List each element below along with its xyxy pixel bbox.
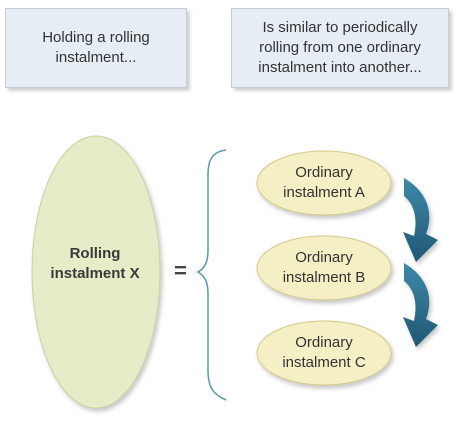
instalment-b-line-1: Ordinary xyxy=(295,249,353,266)
curly-brace-icon xyxy=(196,149,227,401)
caption-holding-line-1: Holding a rolling xyxy=(42,29,150,46)
caption-similar-line-3: instalment into another... xyxy=(258,59,422,76)
caption-holding: Holding a rolling instalment... xyxy=(5,8,187,88)
instalment-a-ellipse xyxy=(256,150,392,216)
instalment-c-label: Ordinary instalment C xyxy=(262,333,386,373)
curved-arrow-icon xyxy=(403,263,438,347)
caption-similar: Is similar to periodically rolling from … xyxy=(231,8,449,88)
caption-similar-line-2: rolling from one ordinary xyxy=(259,39,421,56)
instalment-a-label: Ordinary instalment A xyxy=(262,163,386,203)
rolling-instalment-ellipse xyxy=(31,135,161,409)
instalment-c-line-1: Ordinary xyxy=(295,334,353,351)
rolling-label-line-1: Rolling xyxy=(69,245,121,262)
rolling-instalment-label: Rolling instalment X xyxy=(35,244,155,284)
rolling-label-line-2: instalment X xyxy=(50,265,140,282)
equals-sign: = xyxy=(174,258,187,283)
instalment-a-line-2: instalment A xyxy=(283,184,365,201)
curved-arrow-icon xyxy=(403,178,438,262)
instalment-b-line-2: instalment B xyxy=(282,269,366,286)
instalment-a-line-1: Ordinary xyxy=(295,164,353,181)
instalment-b-label: Ordinary instalment B xyxy=(262,248,386,288)
instalment-b-ellipse xyxy=(256,235,392,301)
caption-similar-line-1: Is similar to periodically xyxy=(262,19,418,36)
instalment-c-line-2: instalment C xyxy=(282,354,366,371)
instalment-c-ellipse xyxy=(256,320,392,386)
caption-holding-line-2: instalment... xyxy=(55,49,137,66)
